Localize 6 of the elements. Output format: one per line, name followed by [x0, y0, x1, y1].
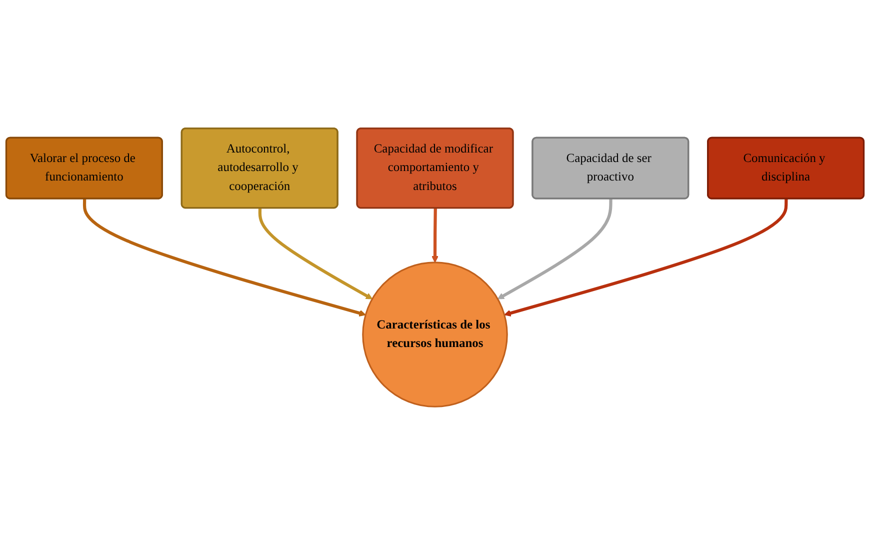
arrow [432, 208, 438, 263]
arrow [82, 198, 366, 316]
node-circle: Características de los recursos humanos [362, 262, 508, 408]
arrow [497, 198, 612, 300]
arrow [504, 198, 788, 316]
arrow [258, 208, 373, 300]
